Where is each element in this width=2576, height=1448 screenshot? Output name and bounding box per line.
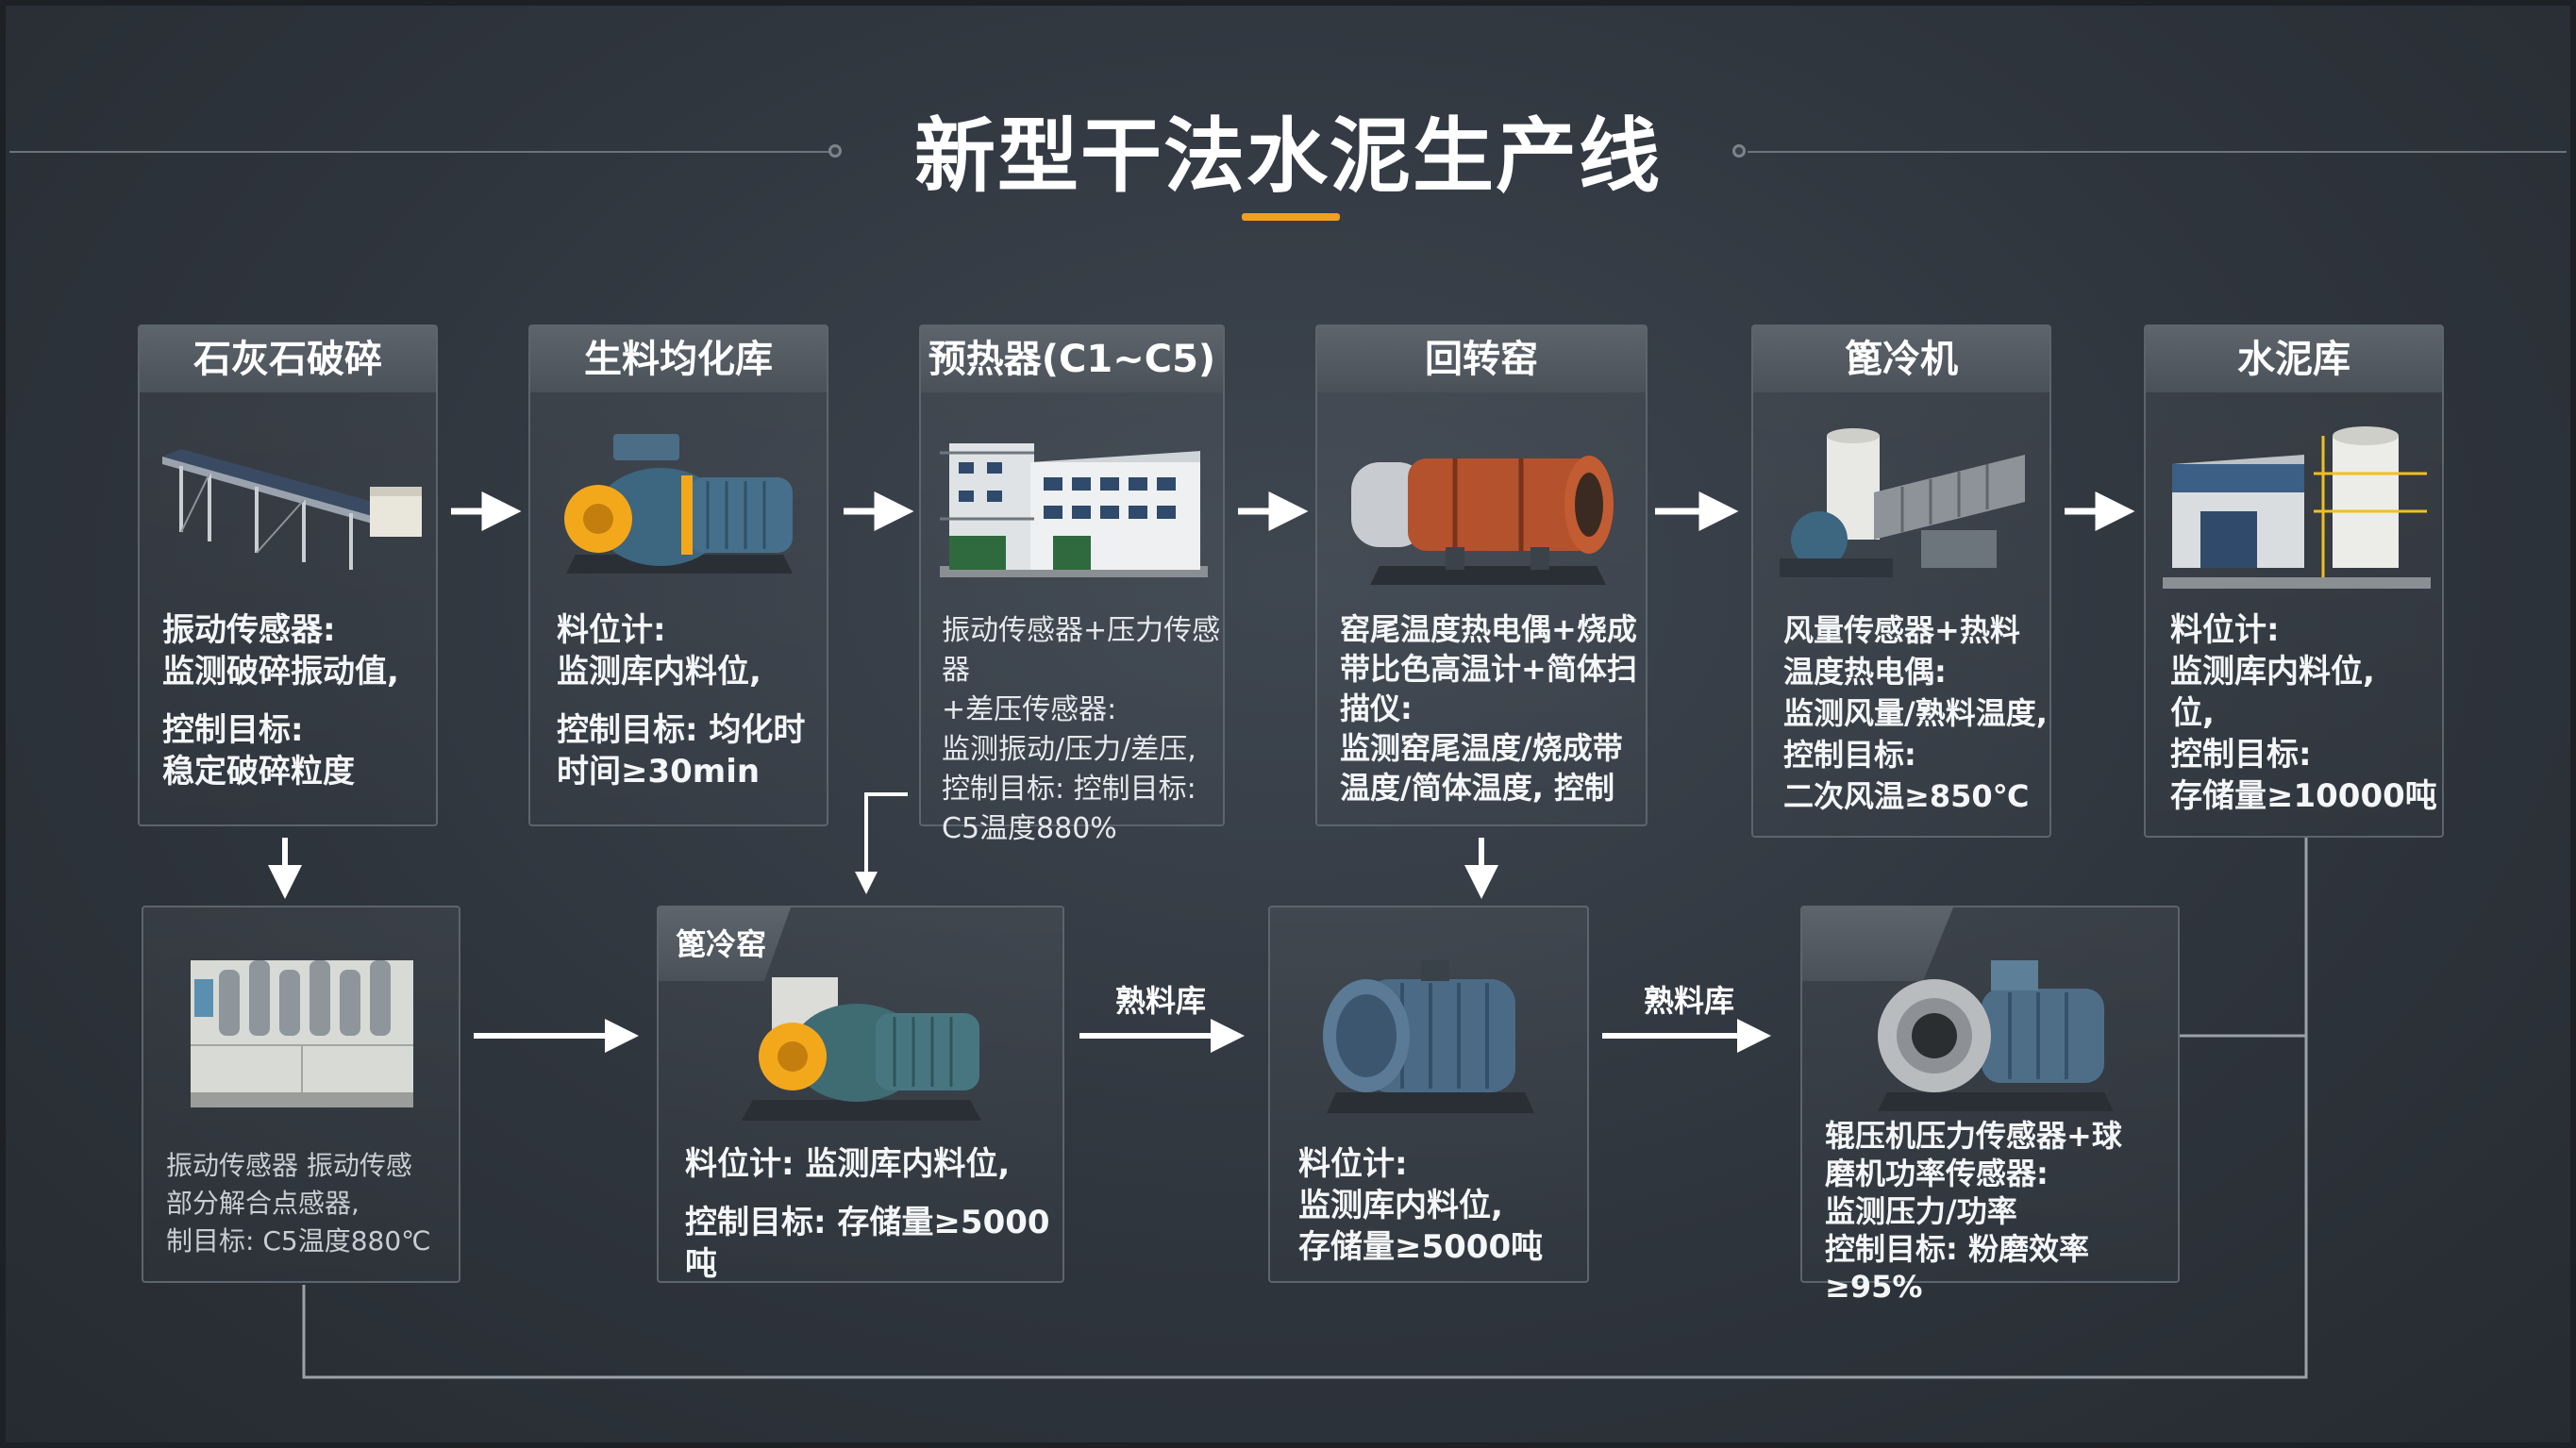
- stage-description: 振动传感器 振动传感部分解合点感器,制目标: C5温度880℃: [166, 1150, 431, 1257]
- rotary-kiln-icon: [1351, 456, 1614, 585]
- page-title: 新型干法水泥生产线: [914, 109, 1662, 204]
- stage-card-control-cabinet: 振动传感器 振动传感部分解合点感器,制目标: C5温度880℃: [142, 906, 460, 1283]
- stage-description: 料位计: 监测库内料位,控制目标: 存储量≥5000吨: [685, 1145, 1050, 1283]
- stage-card-rotary-kiln: 回转窑 窑尾温度热电偶+烧成带比色高温计+简体扫描仪: 监测窑尾温度/烧成带温度…: [1315, 325, 1648, 826]
- stage-card-cement-silo: 水泥库 料位计:监测库内料位,位, 控制目标:存储量≥10000吨: [2144, 325, 2444, 838]
- stage-description: 料位计:监测库内料位,位, 控制目标:存储量≥10000吨: [2170, 611, 2437, 815]
- title-decoration-right: [1748, 151, 2567, 153]
- stage-header: 石灰石破碎: [140, 326, 436, 392]
- stage-card-preheater: 预热器(C1~C5) 振动传感器+压力传感器+差压传感器: 监测振动/压力/差压…: [919, 325, 1225, 845]
- title-underline: [1242, 213, 1340, 221]
- title-decoration-dot-left: [828, 144, 842, 158]
- roller-press-motor-icon: [1878, 960, 2114, 1111]
- stage-header: 篦冷机: [1753, 326, 2049, 392]
- title-decoration-dot-right: [1732, 144, 1746, 158]
- stage-card-raw-meal-homogenization: 生料均化库 料位计:监测库内料位, 控制目标: 均化时时间≥30min: [528, 325, 828, 826]
- flow-label-clinker-2: 熟料库: [1644, 983, 1735, 1019]
- stage-description: 振动传感器+压力传感器+差压传感器: 监测振动/压力/差压,控制目标: 控制目标…: [942, 614, 1221, 845]
- stage-card-cooler-kiln-storage: 篦冷窑 料位计: 监测库内料位,控制目标: 存储量≥5000吨: [657, 906, 1064, 1283]
- control-cabinet-icon: [191, 960, 413, 1107]
- stage-card-grate-cooler: 篦冷机 风量传感器+热料温度热电偶: 监测风量/熟料温度,控制目标:二次风温≥8…: [1751, 325, 2051, 838]
- return-loop-line: [302, 838, 2308, 1379]
- cooler-icon: [1780, 428, 2025, 577]
- stage-card-roller-press-ball-mill: 辊压机压力传感器+球磨机功率传感器: 监测压力/功率控制目标: 粉磨效率≥95%: [1800, 906, 2180, 1305]
- stage-header: 预热器(C1~C5): [921, 326, 1223, 392]
- stage-description: 窑尾温度热电偶+烧成带比色高温计+简体扫描仪: 监测窑尾温度/烧成带温度/简体温…: [1340, 611, 1637, 806]
- title-decoration-left: [9, 151, 830, 153]
- stage-header: 回转窑: [1317, 326, 1646, 392]
- building-icon: [940, 443, 1208, 577]
- conveyor-icon: [162, 449, 422, 570]
- arrow-down-3: [855, 792, 908, 894]
- stage-card-clinker-storage: 料位计:监测库内料位,存储量≥5000吨: [1268, 906, 1589, 1283]
- stage-description: 辊压机压力传感器+球磨机功率传感器: 监测压力/功率控制目标: 粉磨效率≥95%: [1825, 1118, 2122, 1305]
- stage-description: 料位计:监测库内料位,存储量≥5000吨: [1298, 1145, 1544, 1266]
- stage-header: 生料均化库: [530, 326, 827, 392]
- motor-pump-icon: [564, 434, 793, 574]
- electric-motor-icon: [1323, 960, 1534, 1113]
- stage-description: 料位计:监测库内料位, 控制目标: 均化时时间≥30min: [557, 611, 806, 791]
- stage-header: 水泥库: [2146, 326, 2442, 392]
- silo-plant-icon: [2163, 426, 2431, 589]
- motor-pump-icon: [742, 977, 981, 1121]
- flow-label-clinker-1: 熟料库: [1115, 983, 1207, 1019]
- stage-description: 风量传感器+热料温度热电偶: 监测风量/熟料温度,控制目标:二次风温≥850℃: [1783, 612, 2048, 814]
- stage-description: 振动传感器:监测破碎振动值, 控制目标:稳定破碎粒度: [162, 611, 399, 791]
- stage-card-limestone-crushing: 石灰石破碎 振动传感器:监测破碎振动值, 控制目标:稳定破碎粒度: [138, 325, 438, 826]
